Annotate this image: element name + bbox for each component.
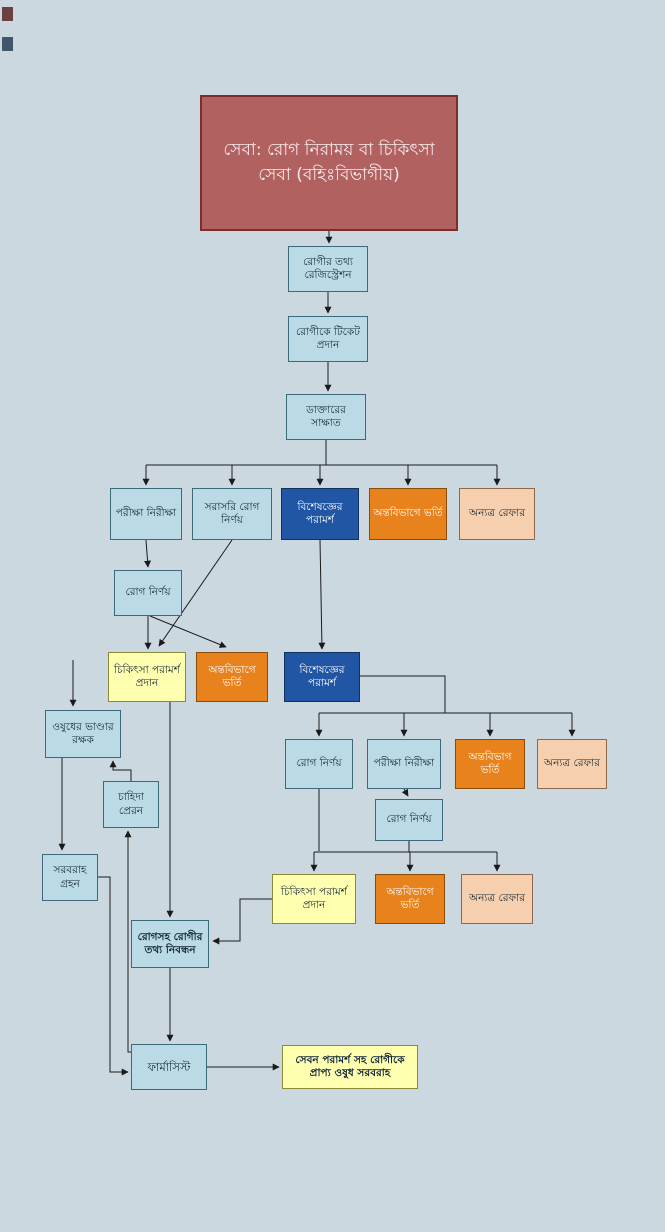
node-refer-1: অন্যত্র রেফার bbox=[459, 488, 535, 540]
node-ticket: রোগীকে টিকেট প্রদান bbox=[288, 316, 368, 362]
node-pharmacist: ফার্মাসিস্ট bbox=[131, 1044, 207, 1090]
margin-artifact-icon bbox=[2, 7, 13, 21]
node-inpatient-3: অন্তবিভাগ ভর্তি bbox=[455, 739, 525, 789]
node-tests-1: পরীক্ষা নিরীক্ষা bbox=[110, 488, 182, 540]
node-receive-supply: সরবরাহ গ্রহন bbox=[42, 854, 98, 901]
node-diagnosis-1: রোগ নির্ণয় bbox=[114, 570, 182, 616]
node-direct-diagnosis: সরাসরি রোগ নির্ণয় bbox=[192, 488, 272, 540]
node-registration: রোগীর তথ্য রেজিস্ট্রেশন bbox=[288, 246, 368, 292]
node-diagnosis-3: রোগ নির্ণয় bbox=[375, 799, 443, 841]
node-diagnosis-2: রোগ নির্ণয় bbox=[285, 739, 353, 789]
node-inpatient-2: অন্তবিভাগে ভর্তি bbox=[196, 652, 268, 702]
node-patient-record: রোগসহ রোগীর তথ্য নিবন্ধন bbox=[131, 920, 209, 968]
node-medicine-store-keeper: ওষুধের ভাণ্ডার রক্ষক bbox=[45, 710, 121, 758]
node-refer-3: অন্যত্র রেফার bbox=[461, 874, 533, 924]
node-advice-2: চিকিৎসা পরামর্শ প্রদান bbox=[272, 874, 356, 924]
margin-artifact-icon bbox=[2, 37, 13, 51]
node-doctor-visit: ডাক্তারের সাক্ষাত bbox=[286, 394, 366, 440]
node-advice-1: চিকিৎসা পরামর্শ প্রদান bbox=[108, 652, 186, 702]
node-dispense-medicine: সেবন পরামর্শ সহ রোগীকে প্রাপ্য ওষুধ সরবর… bbox=[282, 1045, 418, 1089]
node-inpatient-4: অন্তবিভাগে ভর্তি bbox=[375, 874, 445, 924]
node-refer-2: অন্যত্র রেফার bbox=[537, 739, 607, 789]
node-specialist-1: বিশেষজ্ঞের পরামর্শ bbox=[281, 488, 359, 540]
node-tests-2: পরীক্ষা নিরীক্ষা bbox=[367, 739, 441, 789]
node-send-demand: চাহিদা প্রেরন bbox=[103, 781, 159, 828]
node-inpatient-1: অন্তবিভাগে ভর্তি bbox=[369, 488, 447, 540]
diagram-title: সেবা: রোগ নিরাময় বা চিকিৎসা সেবা (বহিঃব… bbox=[200, 95, 458, 231]
node-specialist-2: বিশেষজ্ঞের পরামর্শ bbox=[284, 652, 360, 702]
